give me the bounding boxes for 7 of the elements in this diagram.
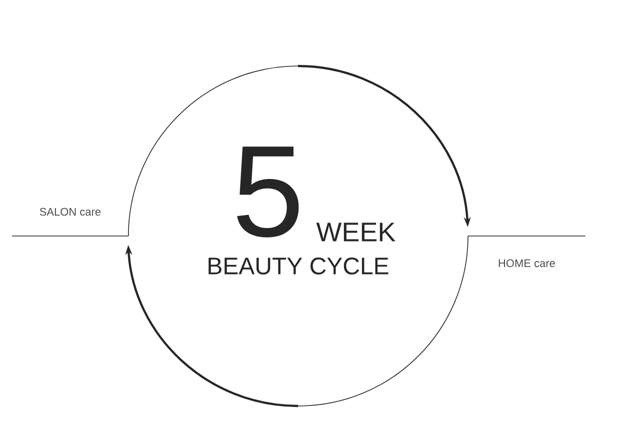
labeled-line: HOME care <box>468 236 586 268</box>
title-text: BEAUTY CYCLE <box>208 258 388 274</box>
arrow <box>125 236 468 408</box>
title-text: WEEK <box>316 222 396 242</box>
arrow <box>128 64 471 236</box>
big-number: 5 <box>237 146 299 238</box>
labeled-line: SALON care <box>12 208 129 236</box>
